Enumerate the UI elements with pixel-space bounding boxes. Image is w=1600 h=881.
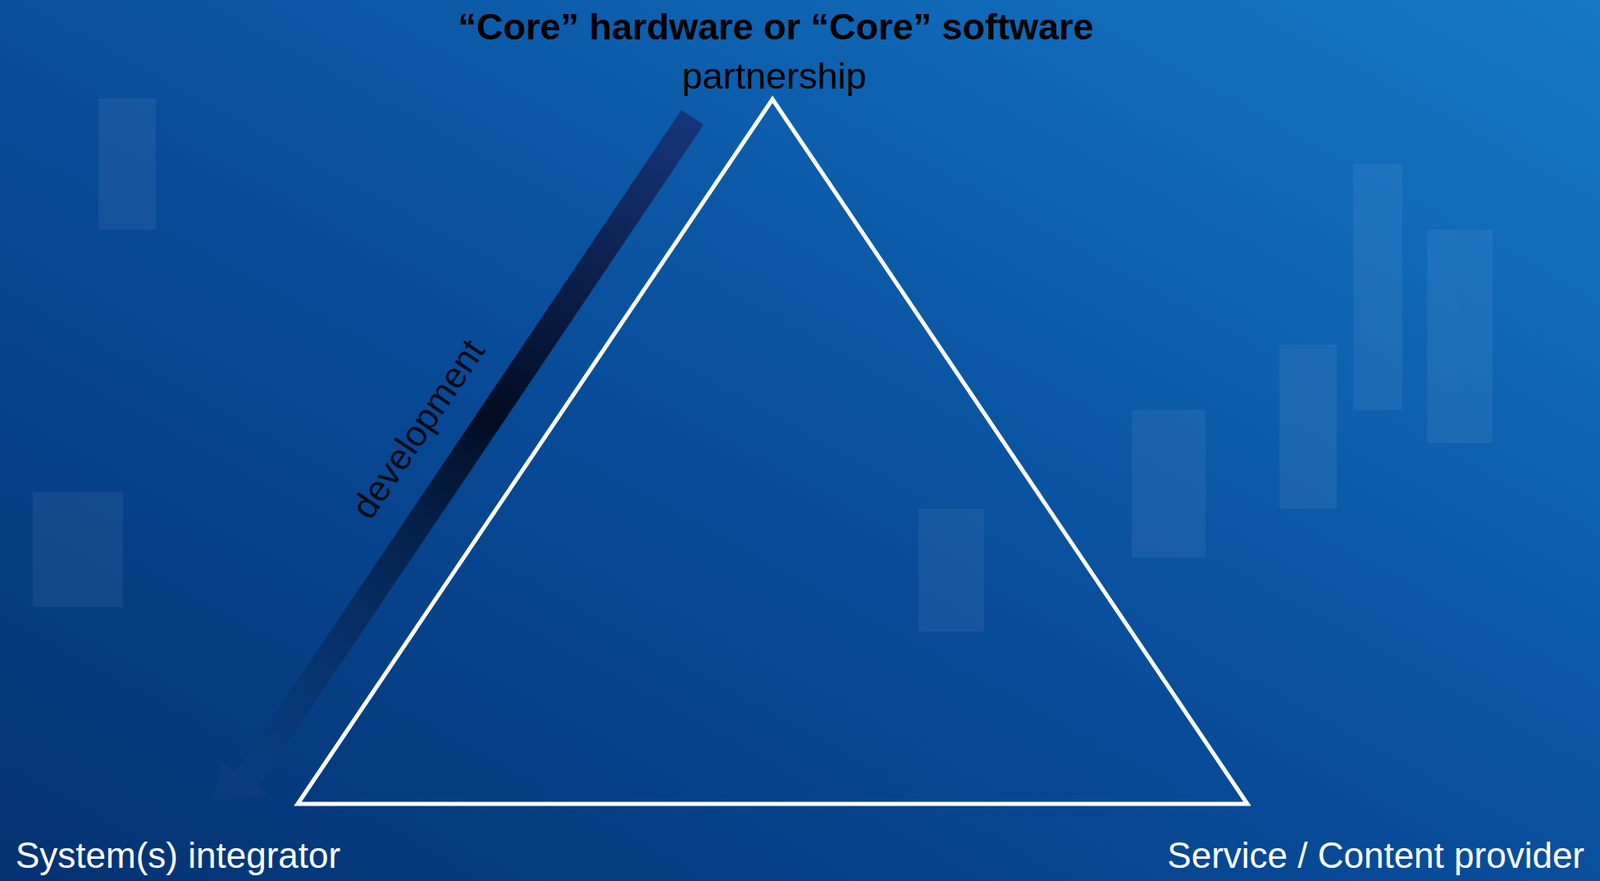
- arrow-label: development: [343, 332, 493, 526]
- vertex-title: “Core” hardware or “Core” software: [457, 6, 1094, 48]
- development-arrow-shaft: [232, 109, 704, 791]
- triangle-outline: [297, 99, 1248, 804]
- city-texture: [32, 98, 1493, 632]
- vertex-label: System(s) integrator: [15, 835, 341, 876]
- vertex-subtitle: partnership: [681, 55, 867, 97]
- vertex-label: Service / Content provider: [1166, 835, 1585, 876]
- development-arrow-head: [211, 761, 269, 800]
